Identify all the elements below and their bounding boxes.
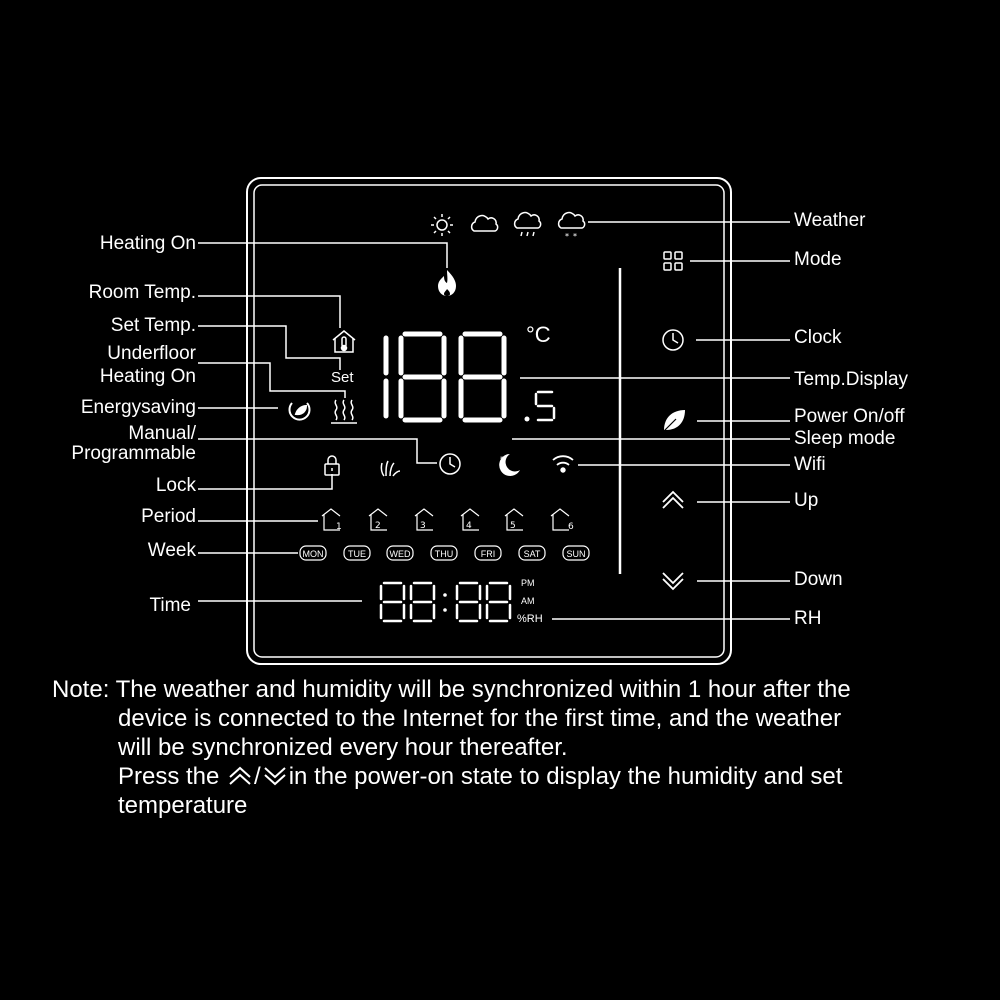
weekday-row: MON TUE WED THU FRI SAT SUN [299, 545, 590, 561]
svg-text:SAT: SAT [524, 549, 541, 559]
flame-icon [438, 270, 456, 296]
label-underfloor: Underfloor [107, 343, 196, 364]
label-down: Down [794, 569, 843, 590]
underfloor-heat-icon [331, 399, 357, 424]
period-icons: 1 2 3 4 5 6 [321, 508, 574, 532]
cloud-icon [470, 214, 499, 232]
label-sleep: Sleep mode [794, 428, 896, 449]
svg-text:FRI: FRI [481, 549, 496, 559]
leaf-icon[interactable] [663, 410, 685, 432]
label-heating-on: Heating On [99, 233, 196, 254]
set-indicator: Set [331, 369, 354, 386]
weekday-sun: SUN [562, 545, 590, 561]
label-weather: Weather [794, 210, 866, 231]
label-wifi: Wifi [794, 454, 826, 475]
chevron-up-icon[interactable] [662, 490, 684, 509]
snow-icon: * * [557, 211, 586, 241]
time-digits [379, 581, 512, 623]
rain-icon [513, 211, 542, 237]
note-line-1: Note: The weather and humidity will be s… [52, 676, 851, 703]
weekday-sat: SAT [518, 545, 546, 561]
note-block: Note: The weather and humidity will be s… [52, 675, 952, 820]
time-colon-bottom [443, 608, 447, 612]
clock-program-icon [439, 453, 461, 475]
energy-icon [288, 402, 311, 421]
weekday-wed: WED [386, 545, 414, 561]
svg-text:*: * [573, 232, 577, 241]
chevron-down-icon[interactable] [662, 572, 684, 591]
moon-icon: * [499, 454, 520, 476]
svg-text:*: * [565, 232, 569, 241]
label-energysaving: Energysaving [80, 397, 196, 418]
svg-text:1: 1 [336, 522, 342, 532]
double-chevron-down-icon [264, 767, 286, 786]
label-lock: Lock [155, 475, 196, 496]
clock-icon[interactable] [662, 329, 684, 351]
decimal-point [524, 416, 530, 422]
lock-icon [324, 455, 340, 476]
note-line-5: temperature [118, 792, 248, 819]
pm-indicator: PM [521, 578, 535, 588]
svg-text:5: 5 [510, 521, 516, 531]
note-line-4: Press the /in the power-on state to disp… [118, 763, 843, 790]
leader-lines [198, 221, 790, 620]
label-programmable: Programmable [71, 443, 196, 464]
house-thermometer-icon [332, 330, 356, 353]
double-chevron-up-icon [229, 766, 251, 785]
label-set-temp: Set Temp. [110, 315, 196, 336]
label-rh: RH [794, 608, 822, 629]
svg-text:6: 6 [568, 522, 574, 532]
temp-unit: °C [526, 322, 551, 347]
note-line-3: will be synchronized every hour thereaft… [118, 734, 568, 761]
temp-decimal-digit [534, 390, 556, 422]
label-mode: Mode [794, 249, 842, 270]
label-week: Week [147, 540, 196, 561]
svg-text:WED: WED [390, 549, 411, 559]
am-indicator: AM [521, 596, 535, 606]
label-temp-display: Temp.Display [794, 369, 909, 390]
weekday-fri: FRI [474, 545, 502, 561]
svg-text:THU: THU [435, 549, 454, 559]
label-manual: Manual/ [128, 423, 196, 444]
weekday-mon: MON [299, 545, 327, 561]
rh-indicator: %RH [517, 613, 543, 625]
label-clock: Clock [794, 327, 842, 348]
sun-icon [431, 214, 453, 236]
label-power: Power On/off [794, 406, 905, 427]
svg-text:TUE: TUE [348, 549, 366, 559]
label-room-temp: Room Temp. [88, 282, 196, 303]
hand-icon [380, 460, 401, 477]
svg-text:MON: MON [303, 549, 324, 559]
weekday-tue: TUE [343, 545, 371, 561]
temp-digits [383, 331, 507, 423]
label-period: Period [141, 506, 196, 527]
wifi-icon [552, 455, 574, 473]
label-underfloor-2: Heating On [99, 366, 196, 387]
time-colon-top [443, 593, 447, 597]
svg-text:3: 3 [420, 521, 426, 531]
label-up: Up [794, 490, 819, 511]
label-time: Time [149, 595, 191, 616]
svg-text:SUN: SUN [566, 549, 585, 559]
note-line-2: device is connected to the Internet for … [118, 705, 842, 732]
weekday-thu: THU [430, 545, 458, 561]
svg-text:2: 2 [375, 521, 381, 531]
mode-grid-icon[interactable] [663, 251, 683, 271]
svg-text:4: 4 [466, 521, 472, 531]
svg-text:*: * [500, 455, 504, 464]
